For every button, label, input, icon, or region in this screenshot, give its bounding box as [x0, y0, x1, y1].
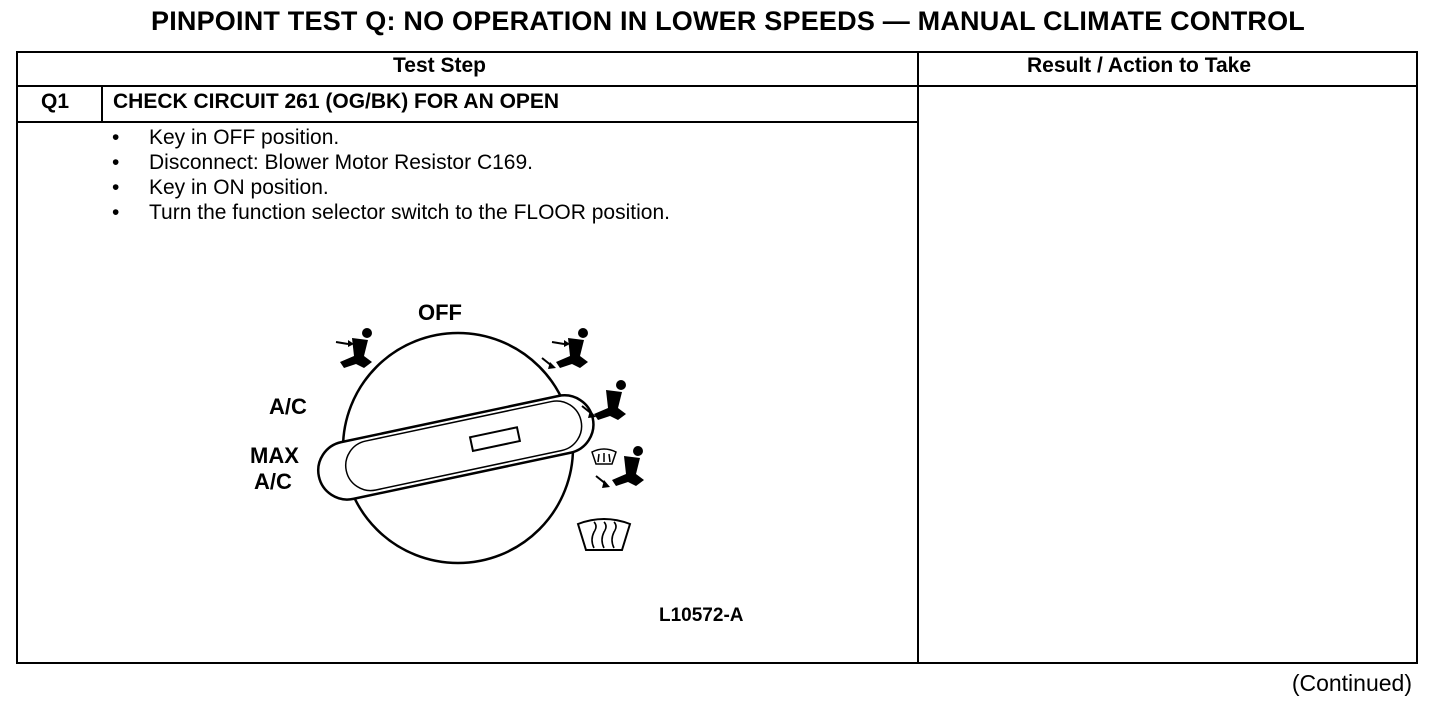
- defrost-icon: [576, 518, 632, 551]
- step-title: CHECK CIRCUIT 261 (OG/BK) FOR AN OPEN: [113, 90, 560, 113]
- header-row-divider: [18, 85, 1416, 87]
- label-ac: A/C: [269, 394, 307, 419]
- panel-floor-icon: [541, 328, 588, 369]
- page-title: PINPOINT TEST Q: NO OPERATION IN LOWER S…: [150, 6, 1305, 36]
- step-id: Q1: [41, 90, 70, 113]
- panel-vent-icon: [335, 328, 372, 368]
- step-id-divider: [101, 87, 103, 121]
- list-item: •Key in ON position.: [112, 176, 329, 199]
- list-item: •Disconnect: Blower Motor Resistor C169.: [112, 151, 533, 174]
- column-divider: [917, 53, 919, 662]
- label-max-ac: A/C: [254, 469, 292, 494]
- list-item: •Key in OFF position.: [112, 126, 340, 149]
- figure-id: L10572-A: [659, 605, 744, 626]
- label-max: MAX: [250, 443, 299, 468]
- function-selector-diagram: OFF A/C MAX A/C L10572-A: [250, 300, 744, 626]
- floor-icon: [581, 380, 626, 420]
- step-instructions: •Key in OFF position. •Disconnect: Blowe…: [112, 125, 670, 225]
- test-table: [16, 51, 1418, 664]
- floor-defrost-icon: [591, 446, 644, 488]
- label-off: OFF: [418, 300, 462, 325]
- header-test-step: Test Step: [393, 54, 486, 77]
- step-title-divider: [18, 121, 917, 123]
- selector-knob: [317, 394, 595, 501]
- list-item: •Turn the function selector switch to th…: [112, 201, 670, 224]
- continued-note: (Continued): [1291, 670, 1412, 696]
- header-result-action: Result / Action to Take: [1027, 54, 1252, 77]
